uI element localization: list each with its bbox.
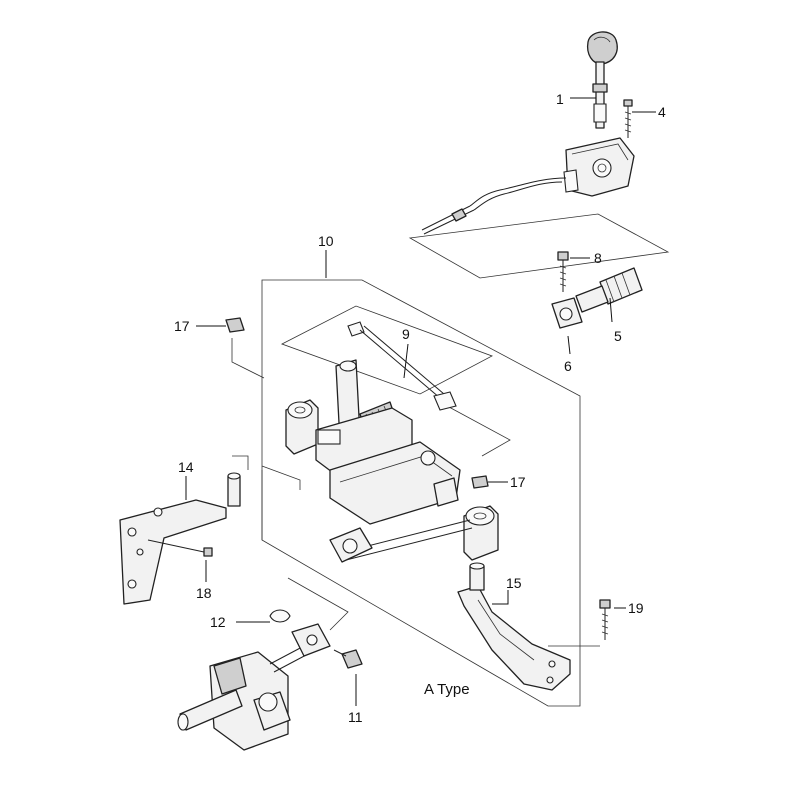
callout-17-right: 17 (510, 474, 526, 490)
callout-18: 18 (196, 585, 212, 601)
clip-part-17-upper (225, 317, 265, 379)
callout-12: 12 (210, 614, 226, 630)
bottom-plane-outline (287, 577, 349, 631)
callout-17-upper: 17 (174, 318, 190, 334)
callout-4: 4 (658, 104, 666, 120)
callout-11: 11 (348, 709, 363, 725)
callout-1: 1 (556, 91, 564, 107)
callout-15: 15 (506, 575, 522, 591)
callout-6: 6 (564, 358, 572, 374)
callout-19: 19 (628, 600, 644, 616)
mounting-plane-outline-top (408, 213, 670, 279)
sub-plane-outline (281, 305, 493, 395)
left-bracket-assembly (119, 455, 249, 605)
clip-part-17-right (471, 475, 489, 489)
callout-5: 5 (614, 328, 622, 344)
shift-lever-assembly (421, 31, 635, 235)
callout-14: 14 (178, 459, 194, 475)
shift-linkage-assembly (285, 321, 499, 563)
callout-10: 10 (318, 233, 334, 249)
transmission-lever-assembly (177, 609, 363, 751)
callout-8: 8 (594, 250, 602, 266)
cable-bracket-assembly (551, 251, 643, 329)
callout-9: 9 (402, 326, 410, 342)
left-dashed-outline (261, 465, 301, 540)
leader-lines (185, 97, 656, 706)
diagram-caption: A Type (424, 681, 470, 698)
callout-labels: 1 4 8 5 6 10 9 17 17 14 18 15 19 12 11 (174, 91, 666, 725)
right-bracket-assembly (457, 562, 611, 691)
